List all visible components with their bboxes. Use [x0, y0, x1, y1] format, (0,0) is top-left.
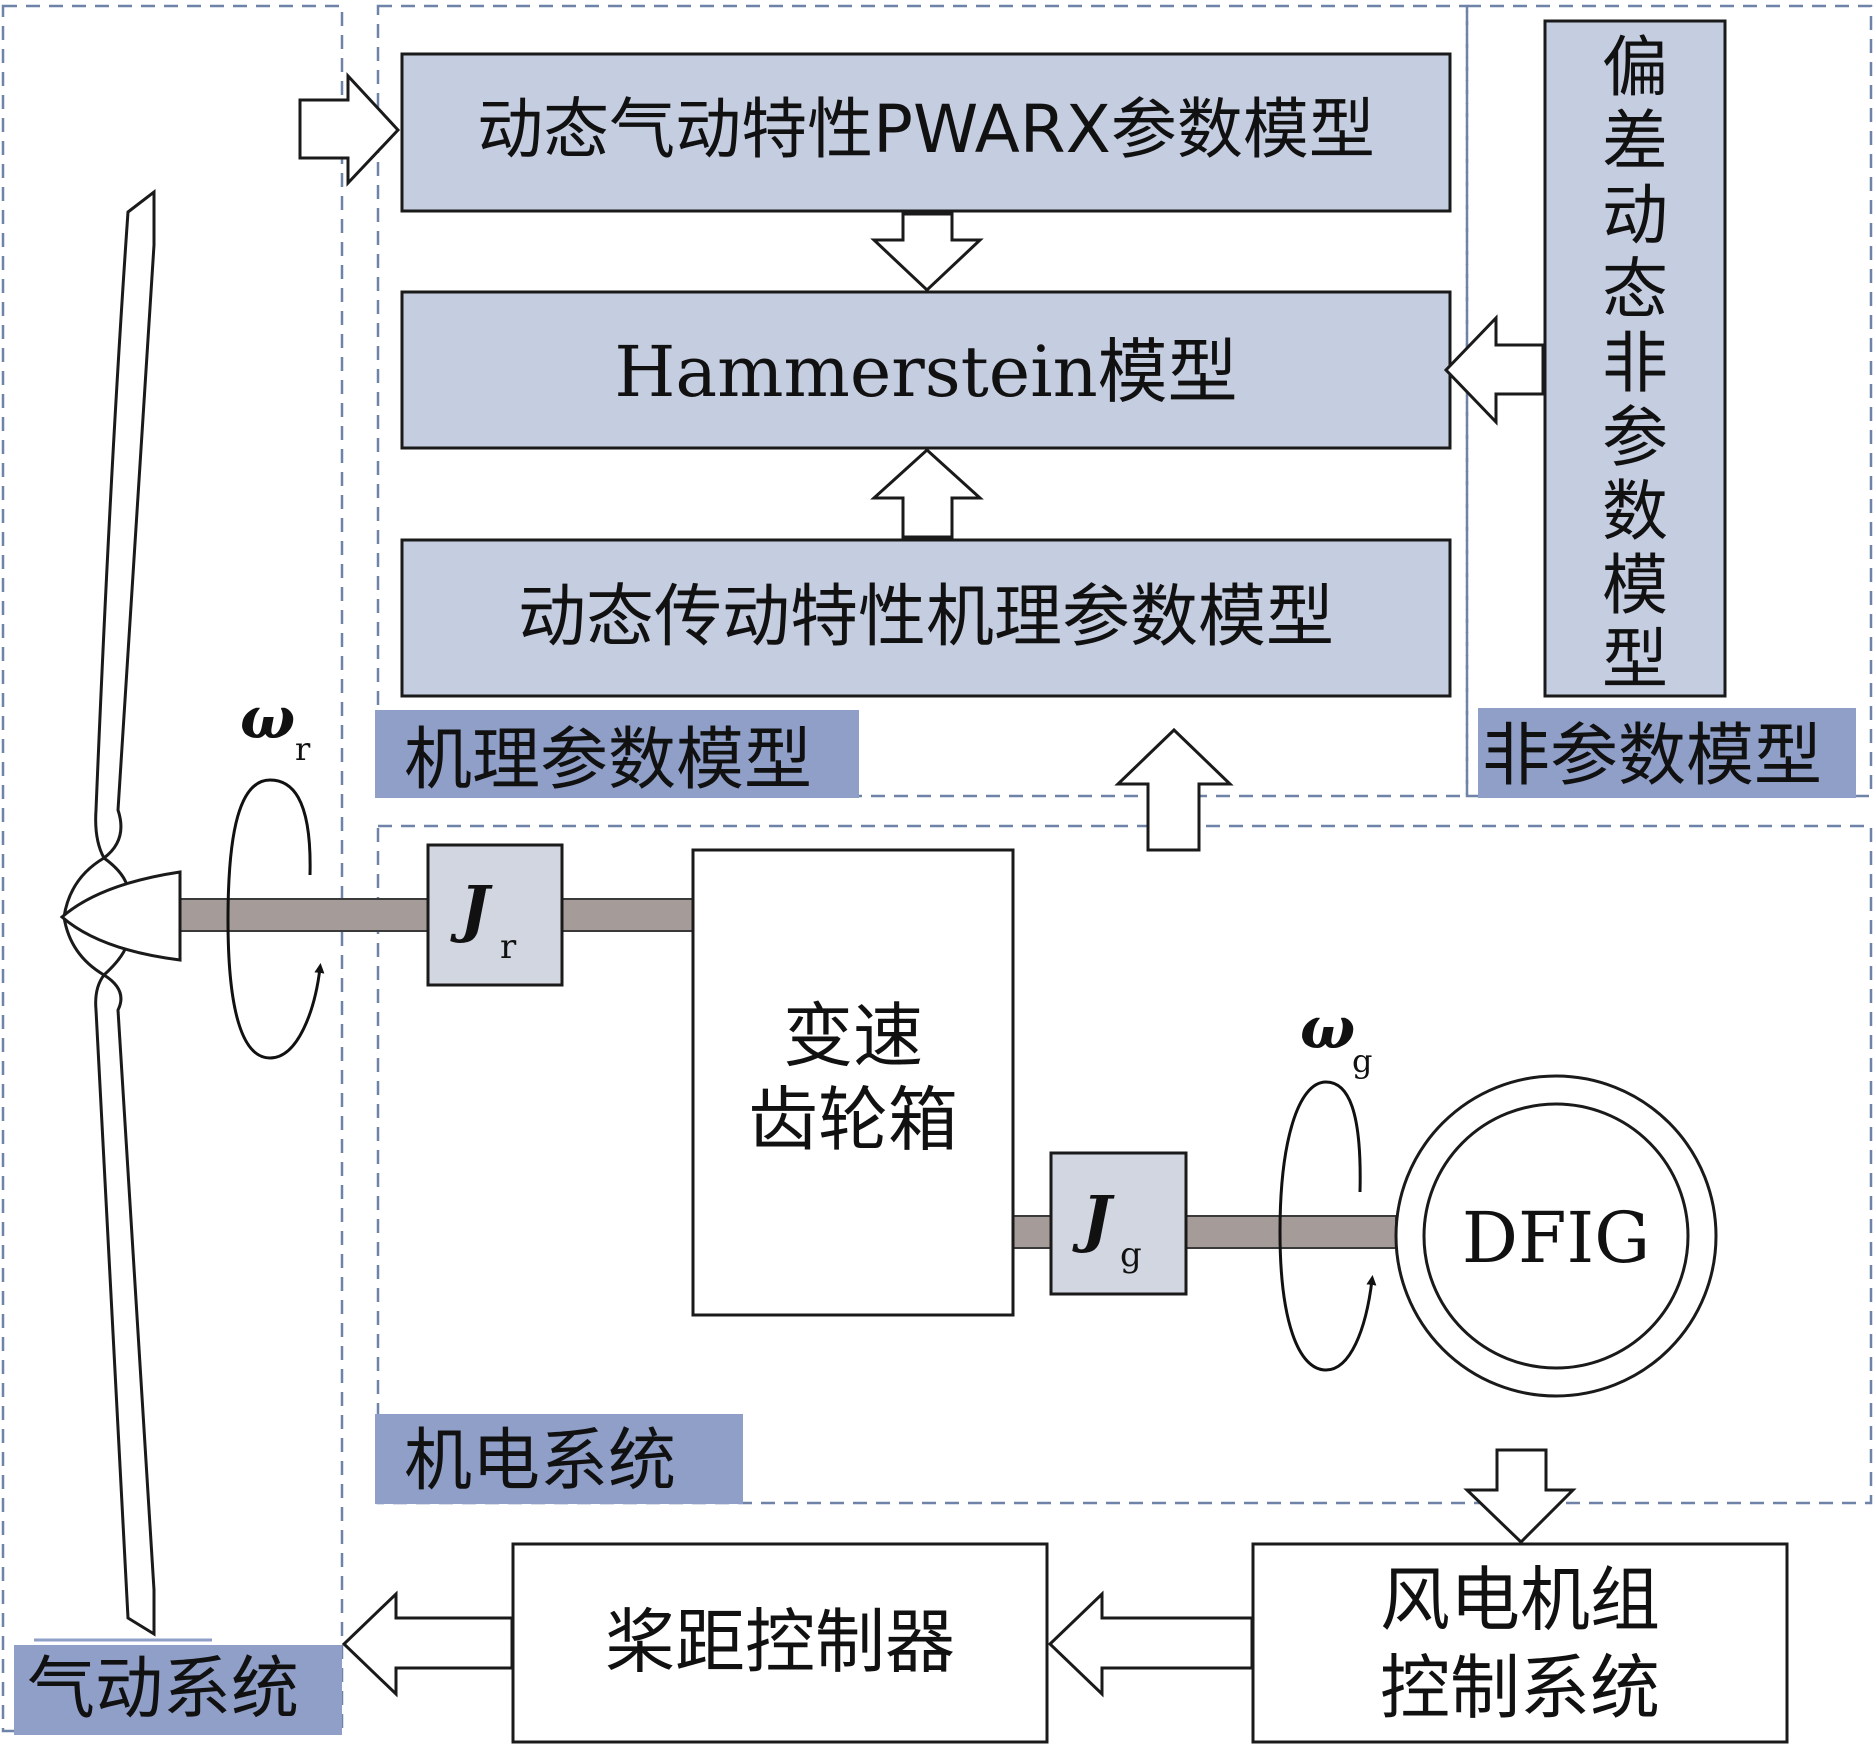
aero-system-label-bg — [14, 1645, 342, 1735]
pwarx-to-hammerstein-arrow — [870, 212, 984, 293]
rotor-inertia-block — [426, 843, 564, 987]
rotor-rotation-arrow — [226, 778, 325, 1060]
aero-pwarx-block — [400, 52, 1452, 213]
deviation-nonparam-char: 非 — [1602, 325, 1668, 402]
hollow-arrows — [298, 72, 1577, 1698]
controller-blocks — [511, 1542, 1789, 1744]
hammerstein-text: Hammerstein模型 — [614, 331, 1237, 413]
control-to-pitch-arrow — [1047, 1590, 1254, 1698]
mechanism-model-border — [376, 4, 1469, 798]
aero-input-arrow — [298, 72, 401, 187]
electromech-to-control-arrow — [1463, 1448, 1577, 1545]
omega-g-symbol: ω — [1300, 994, 1355, 1062]
inertia-blocks — [426, 843, 1188, 1296]
nonparam-to-hammerstein-arrow — [1443, 314, 1545, 426]
mechanism-model-label: 机理参数模型 — [404, 721, 812, 800]
hammerstein-block — [400, 290, 1452, 450]
gearbox-text-line1: 变速 — [783, 995, 923, 1077]
dfig-inner-ring — [1422, 1102, 1690, 1370]
deviation-nonparam-char: 模 — [1602, 547, 1668, 624]
deviation-nonparam-char: 偏 — [1602, 29, 1668, 106]
deviation-nonparam-char: 参 — [1602, 399, 1668, 476]
aero-system-label: 气动系统 — [27, 1650, 299, 1729]
drivetrain-mech-block — [400, 538, 1452, 698]
aero-system-border — [1, 4, 344, 1733]
turbine-control-text-line1: 风电机组 — [1380, 1559, 1660, 1641]
aero-pwarx-text: 动态气动特性PWARX参数模型 — [477, 91, 1375, 168]
omega-r-subscript: r — [295, 730, 311, 768]
gearbox-text-line2: 齿轮箱 — [748, 1079, 958, 1161]
deviation-nonparam-char: 态 — [1602, 251, 1668, 328]
rotor-inertia-subscript: r — [500, 927, 517, 967]
deviation-nonparam-char: 差 — [1602, 103, 1668, 180]
dfig-generator — [1394, 1074, 1718, 1398]
model-blocks — [400, 19, 1727, 698]
deviation-nonparam-text: 偏差动态非参数模型 — [1602, 29, 1668, 698]
wind-turbine-rotor — [59, 188, 182, 1637]
electromech-system-label-bg — [375, 1414, 743, 1504]
drivetrain-mech-text: 动态传动特性机理参数模型 — [518, 578, 1334, 657]
nonparam-model-label: 非参数模型 — [1482, 717, 1822, 796]
rotation-indicators — [226, 778, 1377, 1372]
generator-inertia-subscript: g — [1120, 1235, 1142, 1275]
drivetrain-to-hammerstein-arrow — [870, 447, 984, 539]
omega-r-symbol: ω — [240, 684, 295, 752]
deviation-nonparam-block — [1543, 19, 1727, 698]
region-labels: 机理参数模型 非参数模型 机电系统 气动系统 — [14, 708, 1856, 1735]
generator-rotation-arrow — [1278, 1080, 1377, 1372]
pitch-controller-text: 桨距控制器 — [605, 1601, 955, 1683]
dfig-text: DFIG — [1462, 1197, 1650, 1279]
omega-g-subscript: g — [1352, 1042, 1372, 1080]
deviation-nonparam-char: 动 — [1602, 177, 1668, 254]
rotor-hub — [59, 870, 182, 962]
turbine-control-text-line2: 控制系统 — [1380, 1647, 1660, 1729]
electromech-to-models-arrow — [1114, 727, 1234, 852]
deviation-nonparam-char: 型 — [1602, 621, 1668, 698]
deviation-nonparam-char: 数 — [1602, 473, 1668, 550]
gearbox-block — [691, 848, 1015, 1317]
turbine-control-block — [1251, 1542, 1789, 1744]
nonparam-model-label-bg — [1478, 708, 1856, 798]
pitch-controller-block — [511, 1542, 1049, 1744]
generator-inertia-block — [1049, 1151, 1188, 1296]
mechanism-model-label-bg — [375, 710, 859, 798]
electromech-system-border — [376, 824, 1873, 1505]
electromech-system-label: 机电系统 — [404, 1422, 676, 1501]
pitch-to-aero-arrow — [341, 1590, 514, 1698]
